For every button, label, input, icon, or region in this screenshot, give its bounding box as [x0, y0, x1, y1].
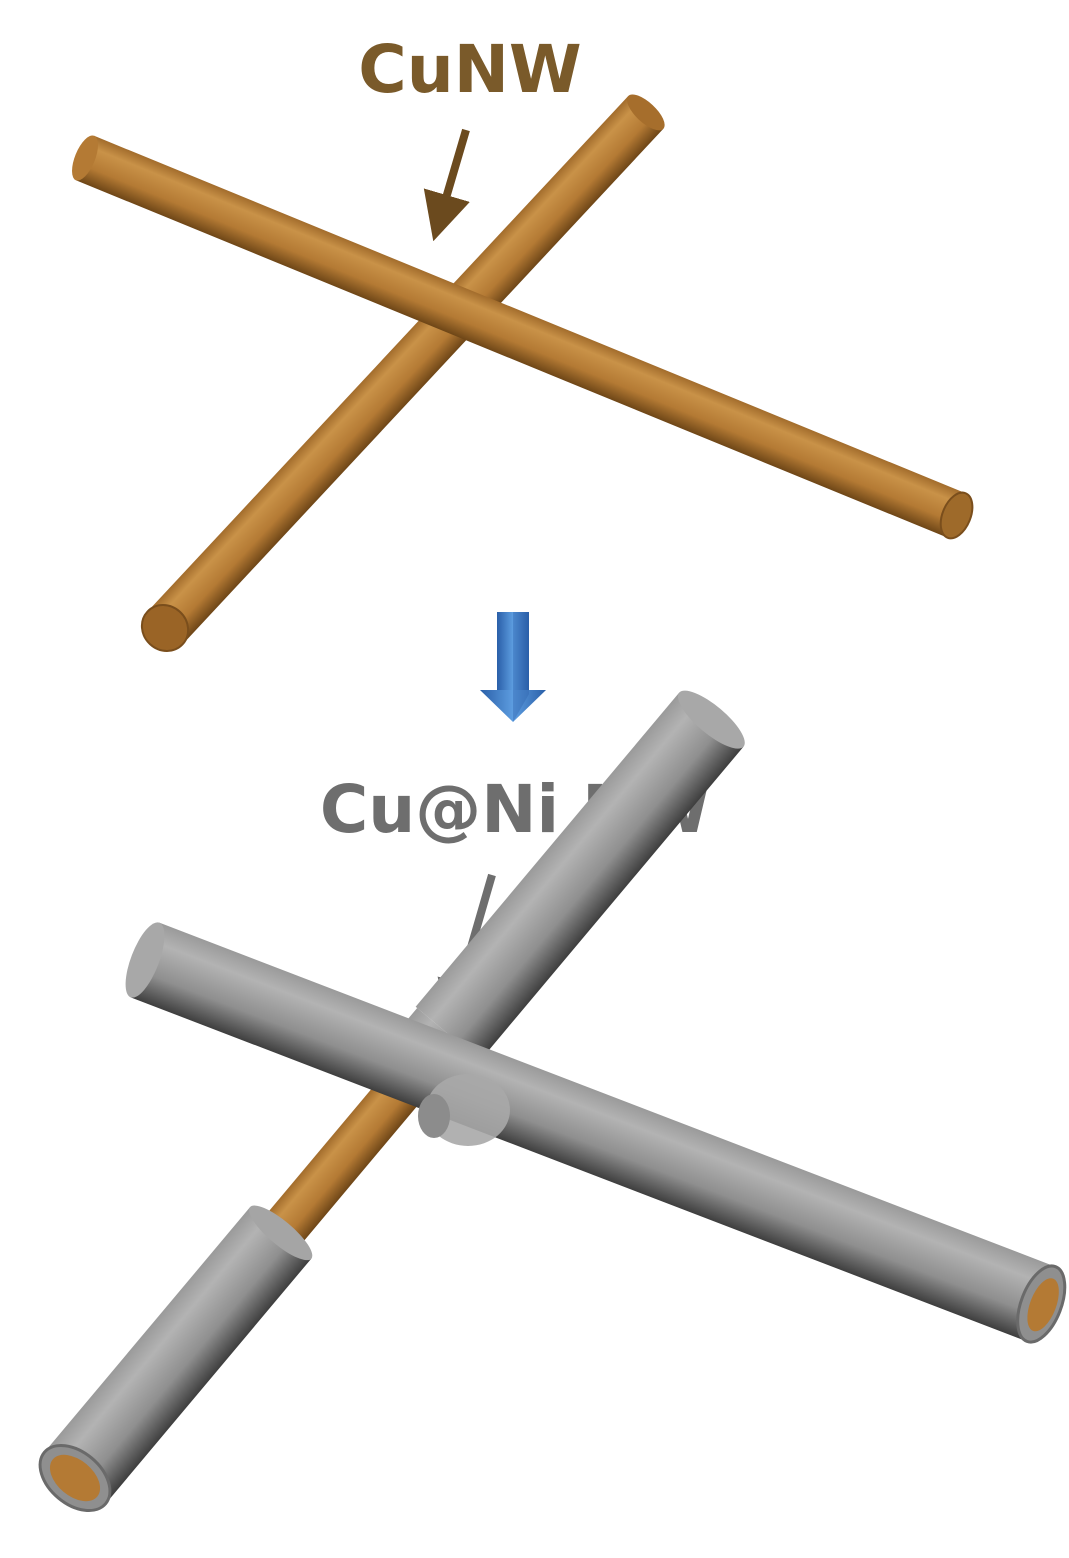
cunw-label: CuNW [358, 31, 581, 108]
process-arrow-down-icon [480, 612, 546, 722]
copper-nanowire-rod-horizontal [72, 135, 974, 540]
copper-nanowire-junction [72, 94, 974, 652]
cunw-pointer-arrow [423, 128, 470, 242]
copper-nanowire-rod-diagonal [140, 94, 665, 652]
coated-nanowire-rod-horizontal [125, 922, 1067, 1344]
nickel-coated-nanowire-junction [38, 690, 1067, 1513]
